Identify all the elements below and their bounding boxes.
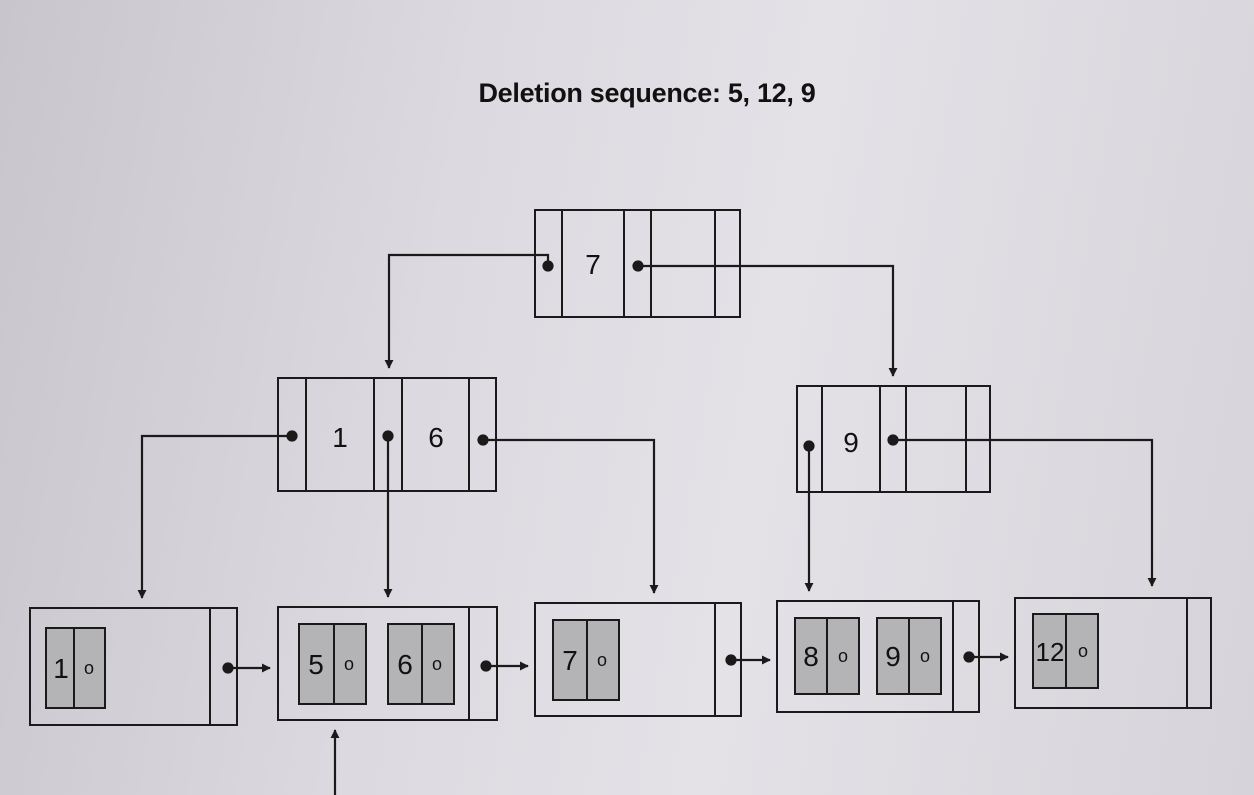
root-key-0: 7: [585, 249, 601, 280]
leaf-5-ptr-1: o: [1078, 641, 1088, 661]
internal-right-key-0: 9: [843, 427, 859, 458]
leaf-2-ptr-2: o: [432, 654, 442, 674]
leaf-link-2-3: [480, 660, 529, 672]
internal-left-key-1: 6: [428, 422, 444, 453]
tree-pointers: [137, 253, 1157, 795]
leaf-4-entry-1: 8 o: [794, 617, 860, 695]
leaf-2-key-2: 6: [397, 649, 413, 680]
leaf-4-key-2: 9: [885, 641, 901, 672]
leaf-link-1-2: [222, 662, 271, 674]
leaf-node-3: 7 o: [534, 602, 742, 717]
pointer-left-to-leaf-1: [137, 430, 298, 599]
leaf-4-ptr-2: o: [920, 646, 930, 666]
leaf-link-3-4: [725, 654, 771, 666]
leaf-link-4-5: [963, 651, 1009, 663]
leaf-3-ptr-1: o: [597, 650, 607, 670]
pointer-root-to-right: [632, 260, 898, 377]
leaf-4-ptr-1: o: [838, 646, 848, 666]
pointer-left-to-leaf-3: [477, 434, 659, 594]
leaf-node-1: 1 o: [29, 607, 238, 726]
leaf-3-entry-1: 7 o: [552, 619, 620, 701]
leaf-1-ptr-1: o: [84, 658, 94, 678]
leaf-2-key-1: 5: [308, 649, 324, 680]
leaf-4-entry-2: 9 o: [876, 617, 942, 695]
leaf-2-ptr-1: o: [344, 654, 354, 674]
leaf-node-5: 12 o: [1014, 597, 1212, 709]
leaf-1-entry-1: 1 o: [45, 627, 106, 709]
leaf-3-key-1: 7: [562, 645, 578, 676]
leaf-5-entry-1: 12 o: [1032, 613, 1099, 689]
leaf-node-2: 5 o 6 o: [277, 606, 498, 721]
leaf-5-key-1: 12: [1036, 637, 1065, 667]
diagram-title: Deletion sequence: 5, 12, 9: [478, 78, 816, 108]
leaf-1-key-1: 1: [53, 653, 69, 684]
pointer-root-to-left: [384, 253, 554, 369]
leaf-2-entry-1: 5 o: [298, 623, 367, 705]
internal-left-key-0: 1: [332, 422, 348, 453]
leaf-links: [222, 651, 1009, 674]
pointer-right-to-leaf-5: [887, 434, 1157, 587]
pointer-left-to-leaf-2: [382, 430, 394, 598]
internal-node-right: 9: [796, 385, 991, 493]
leaf-2-entry-2: 6 o: [387, 623, 455, 705]
leaf-node-4: 8 o 9 o: [776, 600, 980, 713]
leaf-4-key-1: 8: [803, 641, 819, 672]
pointer-right-to-leaf-4: [803, 440, 815, 592]
root-node: 7: [534, 209, 741, 318]
